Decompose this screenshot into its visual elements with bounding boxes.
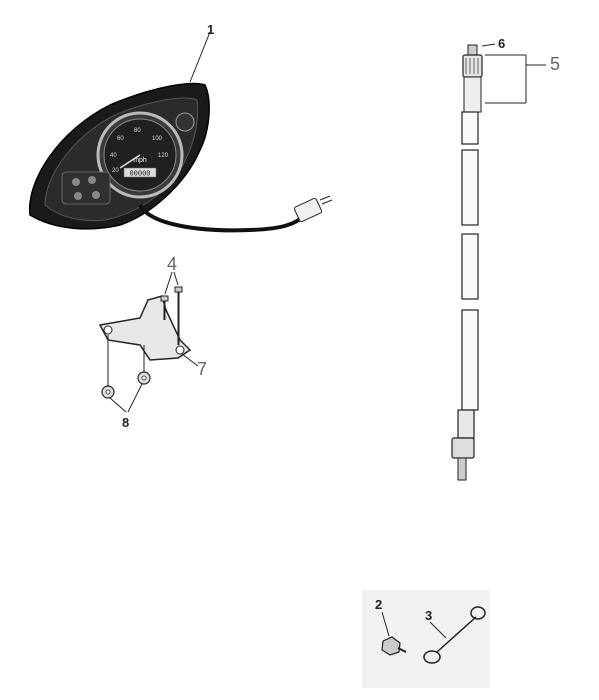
harness-connector bbox=[293, 197, 323, 223]
callout-leader-4 bbox=[173, 271, 179, 286]
part-3-loop-large bbox=[470, 606, 486, 620]
callout-3: 3 bbox=[425, 608, 432, 623]
fuel-gauge bbox=[175, 112, 195, 132]
cable-segment bbox=[461, 149, 479, 226]
mounting-bracket bbox=[98, 286, 192, 399]
wiring-harness bbox=[138, 203, 307, 233]
indicator-lamp-icon bbox=[74, 192, 82, 200]
dial-tick-label: 80 bbox=[134, 128, 141, 134]
cable-segment bbox=[461, 309, 479, 411]
indicator-lamp-icon bbox=[88, 176, 96, 184]
speedometer-cable bbox=[451, 44, 483, 481]
nut-hole bbox=[105, 389, 111, 395]
callout-leader-7 bbox=[181, 353, 199, 367]
bracket-plate bbox=[98, 295, 192, 361]
connector-pin bbox=[319, 195, 331, 201]
callout-leader-6 bbox=[481, 43, 496, 47]
cable-segment bbox=[461, 233, 479, 300]
callout-leader-8 bbox=[127, 383, 143, 413]
cable-drive-tip bbox=[457, 457, 467, 481]
callout-4: 4 bbox=[167, 254, 177, 274]
cable-segment bbox=[461, 111, 479, 145]
odometer-window bbox=[123, 167, 157, 178]
dial-tick-label: 120 bbox=[158, 153, 169, 159]
cable-top-fitting bbox=[467, 44, 478, 56]
dial-tick-label: 60 bbox=[117, 136, 124, 142]
callout-1: 1 bbox=[207, 22, 214, 37]
instrument-cluster: 20 40 60 80 100 120 mph 00000 bbox=[28, 82, 333, 233]
hardware-inset bbox=[362, 590, 490, 688]
dial-tick-label: 100 bbox=[152, 136, 163, 142]
callout-7: 7 bbox=[197, 359, 207, 379]
indicator-lamp-icon bbox=[72, 178, 80, 186]
cable-lower-fitting bbox=[457, 409, 475, 439]
callout-8: 8 bbox=[122, 415, 129, 430]
dial-tick-label: 40 bbox=[110, 153, 117, 159]
callout-2: 2 bbox=[375, 597, 382, 612]
dial-unit-label: mph bbox=[133, 157, 147, 164]
bracket-hole bbox=[103, 325, 113, 335]
odometer-readout: 00000 bbox=[129, 171, 150, 179]
cable-lower-nut bbox=[451, 437, 475, 459]
nut-hole bbox=[141, 375, 147, 381]
callout-6: 6 bbox=[498, 36, 505, 51]
bracket-hole bbox=[175, 345, 185, 355]
callout-leader-8 bbox=[109, 397, 127, 413]
callout-5: 5 bbox=[550, 54, 560, 74]
bolt-head bbox=[174, 286, 183, 293]
indicator-panel bbox=[61, 171, 111, 205]
indicator-lamp-icon bbox=[92, 191, 100, 199]
dial-tick-label: 20 bbox=[112, 168, 119, 174]
bolt-head bbox=[160, 295, 169, 302]
part-3-wire bbox=[436, 616, 477, 653]
part-2-nut bbox=[381, 636, 401, 656]
speedometer-needle bbox=[119, 154, 141, 169]
part-2-stud bbox=[397, 647, 407, 653]
cable-ferrule bbox=[463, 76, 482, 113]
connector-pin bbox=[321, 199, 333, 205]
callout-leader-4 bbox=[164, 271, 173, 295]
callout-leader-3 bbox=[429, 621, 447, 639]
part-3-loop-small bbox=[423, 650, 441, 664]
inset-parts bbox=[381, 606, 486, 664]
callout-leader-1 bbox=[189, 31, 211, 83]
callout-leader-2 bbox=[381, 611, 390, 637]
